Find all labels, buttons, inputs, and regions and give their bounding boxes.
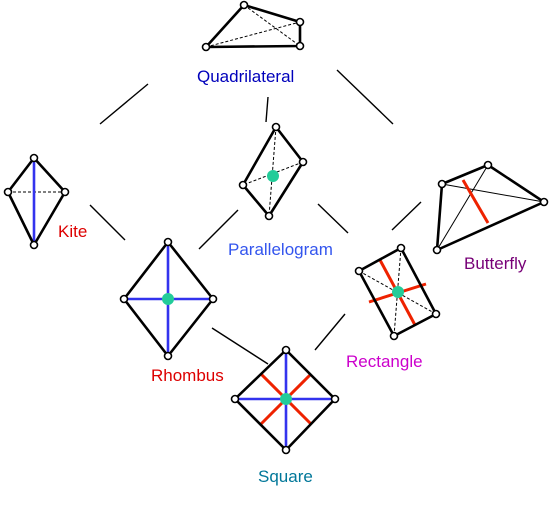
butterfly-bisector: [461, 179, 490, 224]
rectangle-shape: [354, 243, 441, 341]
kite-label: Kite: [58, 222, 88, 241]
butterfly-label: Butterfly: [464, 254, 527, 273]
rectangle-center-dot: [392, 286, 404, 298]
parallelogram-center-dot: [267, 170, 279, 182]
parallelogram-shape: [238, 122, 308, 221]
connector-parallelogram-rhombus: [198, 209, 239, 250]
connector-kite-rhombus: [89, 204, 126, 241]
square-label: Square: [258, 467, 313, 486]
butterfly-shape: [432, 160, 549, 255]
rectangle-label: Rectangle: [346, 352, 423, 371]
rhombus-center-dot: [162, 293, 174, 305]
connector-quadrilateral-parallelogram: [265, 96, 269, 123]
quadrilateral-shape: [201, 0, 305, 52]
rhombus-shape: [119, 237, 218, 361]
connector-quadrilateral-butterfly: [336, 69, 394, 125]
connector-butterfly-rectangle: [391, 201, 422, 231]
parallelogram-label: Parallelogram: [228, 240, 333, 259]
connector-rectangle-square: [314, 313, 346, 351]
kite-shape: [3, 153, 70, 250]
quadrilateral-label: Quadrilateral: [197, 67, 295, 86]
connector-quadrilateral-kite: [99, 83, 149, 125]
rhombus-label: Rhombus: [151, 366, 224, 385]
connector-parallelogram-rectangle: [317, 203, 349, 234]
connector-rhombus-square: [211, 327, 269, 365]
square-shape: [230, 345, 340, 455]
hierarchy-connectors: [89, 69, 422, 365]
square-center-dot: [280, 393, 292, 405]
